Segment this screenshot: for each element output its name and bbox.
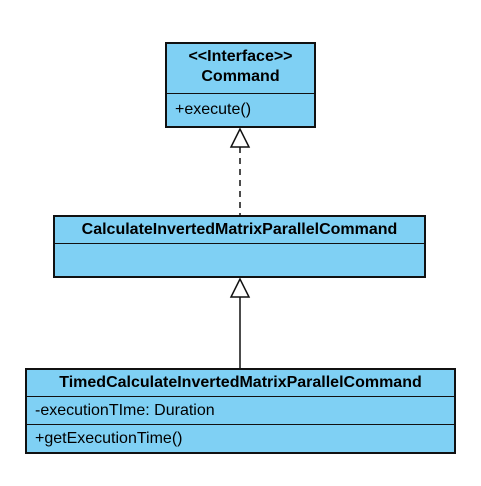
class-command-title: <<Interface>> Command: [167, 44, 314, 94]
class-command[interactable]: <<Interface>> Command +execute(): [165, 42, 316, 128]
class-calculate-name: CalculateInvertedMatrixParallelCommand: [81, 221, 398, 238]
class-calculate-title: CalculateInvertedMatrixParallelCommand: [55, 217, 424, 244]
generalization-arrowhead: [229, 277, 251, 298]
class-timed-calculate-inverted-matrix-parallel-command[interactable]: TimedCalculateInvertedMatrixParallelComm…: [25, 368, 456, 454]
method-get-execution-time: +getExecutionTime(): [35, 430, 183, 447]
class-command-name: Command: [201, 68, 280, 85]
method-execute: +execute(): [175, 101, 252, 118]
class-command-methods: +execute(): [167, 94, 314, 120]
class-timed-title: TimedCalculateInvertedMatrixParallelComm…: [27, 370, 454, 397]
realization-arrowhead: [229, 127, 251, 148]
class-timed-methods: +getExecutionTime(): [27, 425, 454, 449]
class-timed-attributes: -executionTIme: Duration: [27, 397, 454, 425]
class-calculate-inverted-matrix-parallel-command[interactable]: CalculateInvertedMatrixParallelCommand: [53, 215, 426, 278]
class-command-stereotype: <<Interface>>: [188, 48, 293, 65]
attribute-execution-time: -executionTIme: Duration: [35, 402, 215, 419]
class-timed-name: TimedCalculateInvertedMatrixParallelComm…: [59, 374, 422, 391]
